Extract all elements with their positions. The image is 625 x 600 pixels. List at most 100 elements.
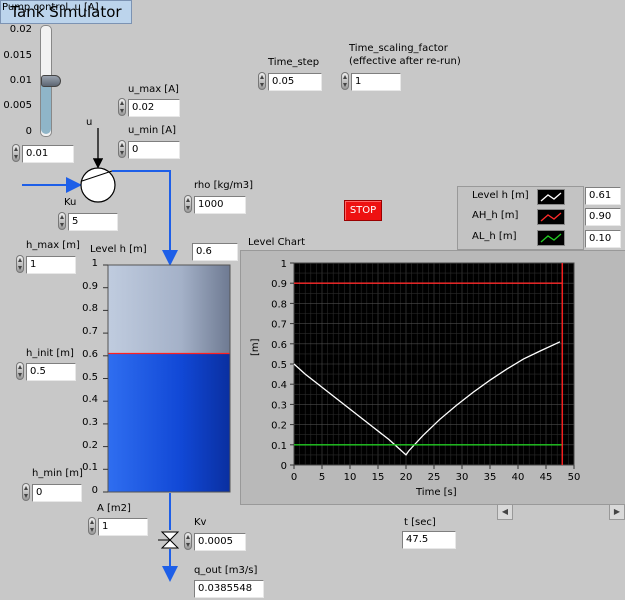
u-max-field[interactable]: 0.02: [128, 99, 180, 117]
legend-value-al: 0.10: [585, 230, 621, 248]
tank-level-label: Level h [m]: [90, 244, 147, 255]
h-min-field[interactable]: 0: [32, 484, 82, 502]
u-max-spinner[interactable]: [118, 98, 126, 116]
h-init-spinner[interactable]: [16, 362, 24, 380]
h-min-spinner[interactable]: [22, 483, 30, 501]
chart-y-tick-label: 0.2: [271, 421, 287, 432]
tank-empty-space: [108, 265, 230, 354]
pump-slider-thumb[interactable]: [41, 75, 61, 87]
kv-spinner[interactable]: [184, 532, 192, 550]
tank-level-value: 0.6: [192, 243, 238, 261]
chart-x-tick-label: 30: [456, 472, 469, 483]
rho-label: rho [kg/m3]: [194, 180, 253, 191]
tank-tick-label: 0.2: [82, 439, 98, 451]
area-field[interactable]: 1: [98, 518, 148, 536]
h-min-label: h_min [m]: [32, 468, 83, 479]
chart-x-tick-label: 15: [372, 472, 385, 483]
time-scaling-field[interactable]: 1: [351, 73, 401, 91]
pump-control-label: Pump control, u [A]: [2, 2, 99, 13]
h-init-label: h_init [m]: [26, 348, 74, 359]
pump-slider[interactable]: [40, 25, 61, 137]
time-step-spinner[interactable]: [258, 72, 266, 90]
ku-spinner[interactable]: [58, 212, 66, 230]
chart-scroll-left-button[interactable]: ◀: [497, 504, 513, 520]
stop-button[interactable]: STOP: [344, 200, 382, 221]
chart-x-tick-label: 10: [344, 472, 357, 483]
chart-x-tick-label: 45: [540, 472, 553, 483]
rho-spinner[interactable]: [184, 195, 192, 213]
area-label: A [m2]: [97, 503, 131, 514]
legend-label-0: Level h [m]: [472, 190, 529, 201]
pump-spinner[interactable]: [12, 144, 20, 162]
h-init-field[interactable]: 0.5: [26, 363, 76, 381]
time-scaling-note: (effective after re-run): [349, 56, 461, 67]
chart-y-tick-label: 0.1: [271, 441, 287, 452]
chart-y-tick-label: 0.6: [271, 340, 287, 351]
chart-x-axis-label: Time [s]: [416, 487, 457, 498]
u-label: u: [86, 117, 93, 128]
chart-x-tick-label: 25: [428, 472, 441, 483]
tank-tick-label: 0: [91, 485, 98, 496]
tank-tick-label: 0.7: [82, 326, 98, 338]
chart-x-tick-label: 50: [568, 472, 581, 483]
kv-label: Kv: [194, 517, 207, 528]
tank-tick-label: 0.5: [82, 371, 98, 383]
pump-icon: [80, 167, 116, 203]
u-min-label: u_min [A]: [128, 125, 177, 136]
chart-x-tick-label: 0: [291, 472, 297, 483]
chart-x-tick-label: 5: [319, 472, 325, 483]
kv-field[interactable]: 0.0005: [194, 533, 246, 551]
pump-outlet-pipe: [112, 170, 178, 266]
chart-series-line-0: [293, 341, 561, 456]
chart-y-tick-label: 0.5: [271, 360, 287, 371]
tank-tick-label: 0.8: [82, 303, 98, 315]
valve-icon: [158, 531, 180, 549]
legend-label-2: AL_h [m]: [472, 231, 517, 242]
q-out-field: 0.0385548: [194, 580, 264, 598]
chart-y-tick-label: 0.9: [271, 279, 287, 290]
legend-swatch-level: [537, 189, 565, 205]
pump-tick-2: 0.01: [9, 75, 32, 86]
h-max-spinner[interactable]: [16, 255, 24, 273]
app-title: Tank Simulator: [0, 0, 132, 24]
chart-y-tick-label: 0.7: [271, 320, 287, 331]
chart-y-tick-label: 0.4: [271, 380, 287, 391]
t-label: t [sec]: [404, 517, 436, 528]
legend-label-1: AH_h [m]: [472, 210, 519, 221]
tank-tick-label: 0.4: [82, 394, 98, 406]
t-field: 47.5: [402, 531, 456, 549]
chart-title: Level Chart: [248, 237, 306, 248]
pump-tick-3: 0.005: [3, 100, 32, 111]
pump-value-field[interactable]: 0.01: [22, 145, 74, 163]
pump-tick-0: 0.02: [9, 24, 32, 35]
ku-field[interactable]: 5: [68, 213, 118, 231]
h-max-field[interactable]: 1: [26, 256, 76, 274]
time-step-field[interactable]: 0.05: [268, 73, 322, 91]
time-scaling-spinner[interactable]: [341, 72, 349, 90]
chart-y-tick-label: 0.3: [271, 400, 287, 411]
tank-water: [108, 353, 230, 492]
chart-y-tick-label: 0: [281, 461, 287, 472]
area-spinner[interactable]: [88, 517, 96, 535]
u-max-label: u_max [A]: [128, 84, 179, 95]
q-out-label: q_out [m3/s]: [194, 565, 258, 576]
pump-tick-4: 0: [25, 126, 32, 137]
pump-slider-fill: [41, 80, 51, 134]
u-min-field[interactable]: 0: [128, 141, 180, 159]
ku-label: Ku: [64, 197, 77, 208]
legend-swatch-al: [537, 230, 565, 246]
legend-swatch-ah: [537, 209, 565, 225]
legend-value-ah: 0.90: [585, 208, 621, 226]
chart-x-tick-label: 40: [512, 472, 525, 483]
u-min-spinner[interactable]: [118, 140, 126, 158]
chart-y-tick-label: 1: [281, 259, 287, 270]
rho-field[interactable]: 1000: [194, 196, 246, 214]
tank-tick-label: 1: [91, 258, 98, 269]
chart-y-tick-label: 0.8: [271, 299, 287, 310]
time-step-label: Time_step: [268, 57, 320, 68]
legend-value-level: 0.61: [585, 187, 621, 205]
tank-tick-label: 0.1: [82, 462, 98, 474]
tank-tick-label: 0.6: [82, 348, 98, 360]
